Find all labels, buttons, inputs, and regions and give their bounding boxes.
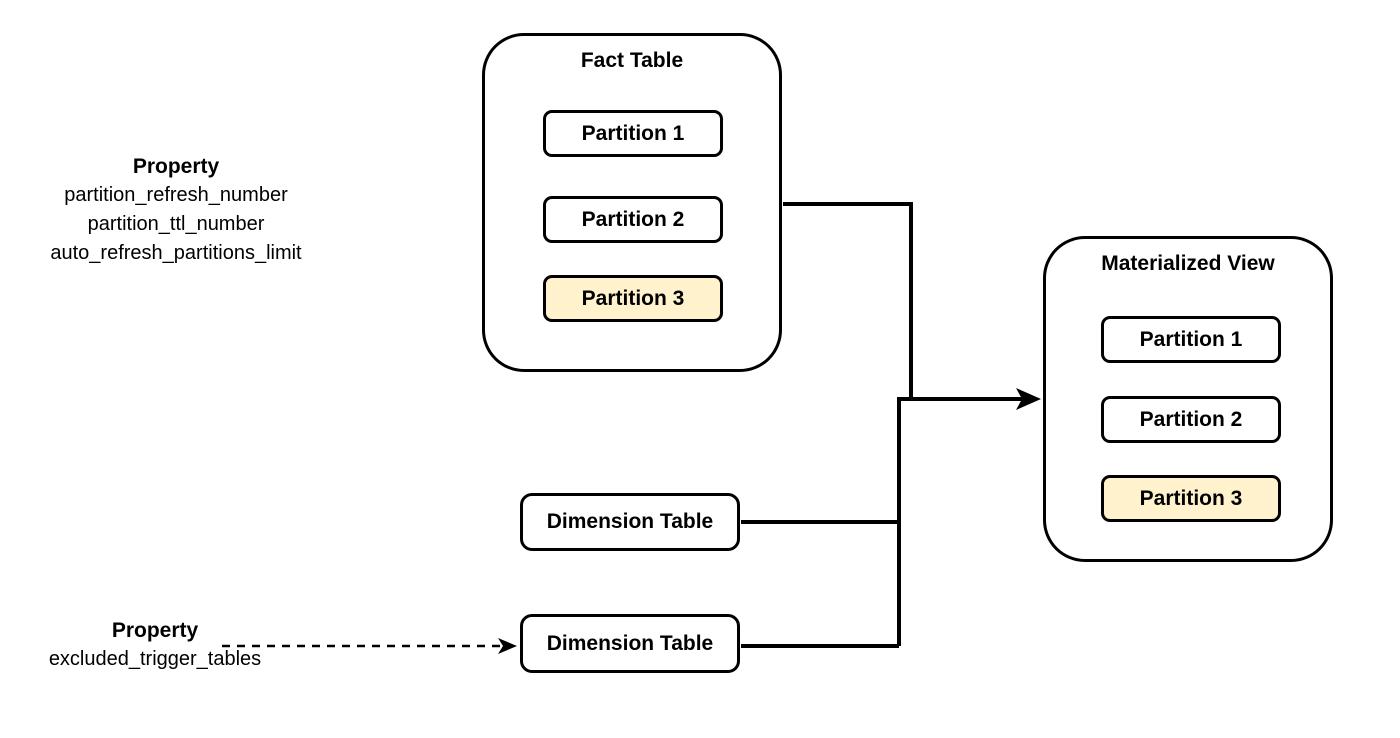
fact-table-title: Fact Table bbox=[580, 49, 684, 72]
annotation-line: partition_ttl_number bbox=[87, 213, 265, 235]
fact-partition-1: Partition 1 bbox=[543, 110, 723, 157]
view-partition-1: Partition 1 bbox=[1101, 316, 1281, 363]
dimension-table-1: Dimension Table bbox=[520, 493, 740, 551]
excluded-trigger-heading: Property bbox=[111, 619, 199, 642]
materialized-view-title: Materialized View bbox=[1101, 252, 1275, 275]
fact-partition-2: Partition 2 bbox=[543, 196, 723, 243]
fact-to-junction-connector bbox=[783, 202, 913, 401]
junction-to-view-connector bbox=[897, 397, 1022, 646]
fact-table-container: Fact Table Partition 1 Partition 2 Parti… bbox=[482, 33, 782, 372]
annotation-line: auto_refresh_partitions_limit bbox=[50, 242, 302, 264]
partition-properties-annotation: Property partition_refresh_number partit… bbox=[26, 152, 326, 268]
excluded-trigger-annotation: Property excluded_trigger_tables bbox=[25, 617, 285, 673]
annotation-line: partition_refresh_number bbox=[64, 184, 288, 206]
materialized-view-arrowhead-icon bbox=[1016, 388, 1041, 410]
dashed-arrowhead-icon bbox=[498, 638, 517, 654]
view-partition-3-highlighted: Partition 3 bbox=[1101, 475, 1281, 522]
annotation-line: excluded_trigger_tables bbox=[48, 648, 262, 670]
dimension-table-2: Dimension Table bbox=[520, 614, 740, 673]
fact-partition-3-highlighted: Partition 3 bbox=[543, 275, 723, 322]
view-partition-2: Partition 2 bbox=[1101, 396, 1281, 443]
partition-properties-heading: Property bbox=[132, 155, 220, 178]
materialized-view-container: Materialized View Partition 1 Partition … bbox=[1043, 236, 1333, 562]
